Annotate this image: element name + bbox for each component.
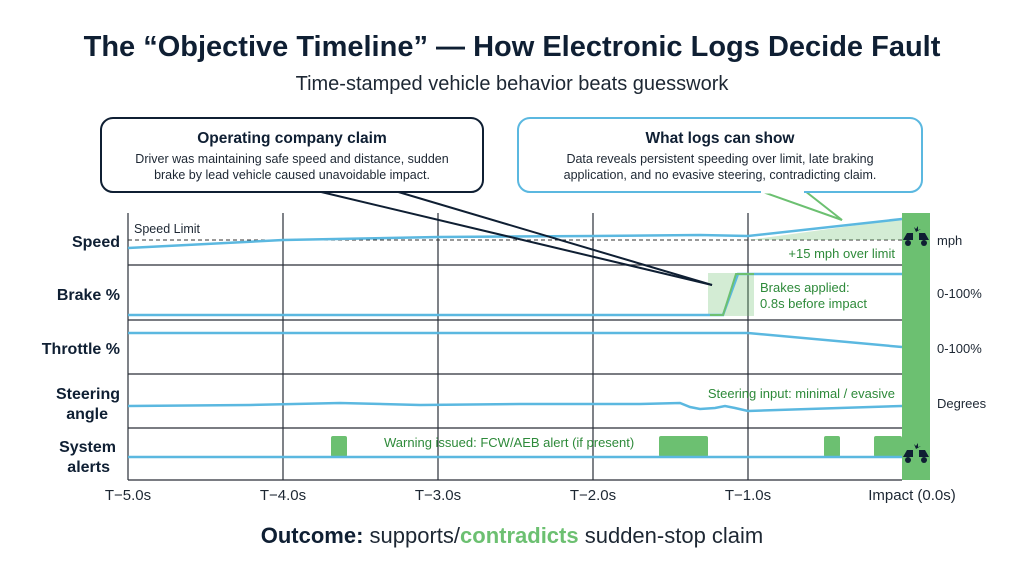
brakes-label: Brakes applied:	[760, 280, 850, 295]
unit-brake: 0-100%	[937, 286, 982, 301]
claim-text: brake by lead vehicle caused unavoidable…	[154, 168, 430, 182]
row-label-brake: Brake %	[57, 287, 120, 304]
speed-line	[127, 217, 903, 250]
unit-speed: mph	[937, 233, 962, 248]
row-label-alerts: alerts	[67, 459, 110, 476]
over-limit-label: +15 mph over limit	[788, 246, 895, 261]
throttle-line	[128, 331, 903, 349]
time-tick-impact: Impact (0.0s)	[868, 487, 956, 504]
page-subtitle: Time-stamped vehicle behavior beats gues…	[296, 73, 730, 95]
crash-icon	[903, 443, 929, 463]
logs-text: Data reveals persistent speeding over li…	[566, 152, 873, 166]
row-label-alerts: System	[59, 439, 116, 456]
unit-throttle: 0-100%	[937, 341, 982, 356]
speed-limit-label: Speed Limit	[134, 222, 201, 236]
warning-label: Warning issued: FCW/AEB alert (if presen…	[384, 435, 634, 450]
brake-onset	[710, 273, 754, 316]
steering-line	[127, 401, 903, 413]
impact-bar	[902, 213, 930, 480]
row-label-steering: Steering	[56, 386, 120, 403]
steering-label: Steering input: minimal / evasive	[708, 386, 895, 401]
time-tick: T−5.0s	[105, 487, 151, 504]
time-tick: T−1.0s	[725, 487, 771, 504]
claim-heading: Operating company claim	[197, 130, 387, 147]
claim-callout: Operating company claim Driver was maint…	[100, 117, 713, 286]
row-label-speed: Speed	[72, 234, 120, 251]
time-tick: T−3.0s	[415, 487, 461, 504]
time-tick: T−2.0s	[570, 487, 616, 504]
row-label-throttle: Throttle %	[42, 341, 120, 358]
crash-icon	[903, 226, 929, 246]
alert-blocks	[331, 436, 902, 457]
page-title: The “Objective Timeline” — How Electroni…	[84, 31, 941, 63]
logs-callout: What logs can show Data reveals persiste…	[517, 117, 923, 221]
unit-steering: Degrees	[937, 396, 987, 411]
timeline-grid	[127, 213, 902, 481]
row-label-steering: angle	[66, 406, 108, 423]
brakes-timing: 0.8s before impact	[760, 296, 867, 311]
logs-heading: What logs can show	[646, 130, 796, 147]
outcome-statement: Outcome: supports/contradicts sudden-sto…	[261, 523, 764, 548]
time-tick: T−4.0s	[260, 487, 306, 504]
logs-text: application, and no evasive steering, co…	[564, 168, 877, 182]
claim-text: Driver was maintaining safe speed and di…	[135, 152, 448, 166]
